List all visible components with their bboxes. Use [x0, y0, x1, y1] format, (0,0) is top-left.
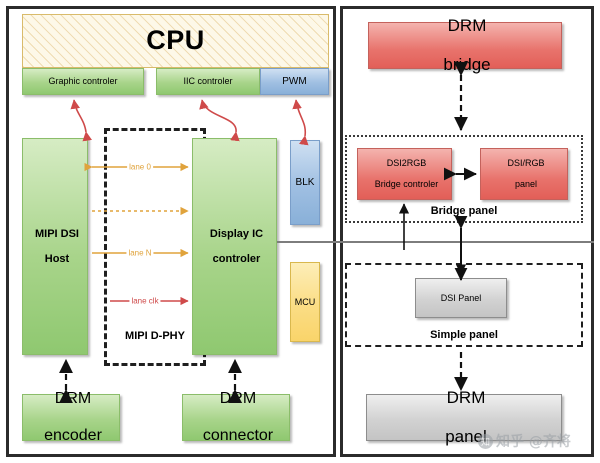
- dsi-panel-label: DSI Panel: [440, 292, 482, 303]
- simple-panel-label: Simple panel: [430, 329, 498, 341]
- drm-connector-line1: DRM: [219, 389, 257, 407]
- dsi-rgb-panel-label: DSI/RGB panel: [481, 158, 567, 189]
- lane-0-label: lane 0: [127, 162, 153, 172]
- mipi-dsi-host-block: MIPI DSI Host: [22, 138, 88, 355]
- drm-connector-block: DRM connector: [182, 390, 290, 444]
- dsi2rgb-line1: DSI2RGB: [386, 158, 427, 169]
- drm-encoder-line1: DRM: [54, 389, 92, 407]
- graphic-controler-label: Graphic controler: [48, 76, 118, 87]
- cpu-block: CPU: [22, 14, 329, 68]
- horizontal-divider: [277, 241, 594, 243]
- cpu-label: CPU: [146, 25, 205, 56]
- dsi2rgb-label: DSI2RGB Bridge controler: [358, 158, 451, 189]
- zhihu-logo-icon: 知: [478, 433, 493, 449]
- mipi-dsi-host-line2: Host: [44, 252, 70, 265]
- display-ic-line2: controler: [212, 252, 261, 265]
- mcu-block: MCU: [290, 262, 320, 342]
- drm-encoder-line2: encoder: [44, 426, 102, 444]
- dsi2rgb-bridge-controler-block: DSI2RGB Bridge controler: [357, 148, 452, 200]
- watermark-text: 知乎 @齐将: [496, 434, 571, 450]
- drm-bridge-line1: DRM: [447, 16, 487, 36]
- bridge-panel-label: Bridge panel: [430, 205, 498, 217]
- dsi-panel-block: DSI Panel: [415, 278, 507, 318]
- mcu-label: MCU: [294, 296, 316, 307]
- drm-connector-label: DRM connector: [183, 390, 289, 445]
- blk-label: BLK: [295, 176, 315, 188]
- dsi2rgb-line2: Bridge controler: [374, 179, 439, 190]
- drm-encoder-block: DRM encoder: [22, 390, 120, 444]
- dsi-rgb-panel-line1: DSI/RGB: [507, 158, 545, 169]
- mipi-dphy-label: MIPI D-PHY: [125, 330, 185, 342]
- display-ic-line1: Display IC: [209, 227, 264, 240]
- drm-bridge-line2: bridge: [443, 55, 491, 75]
- drm-bridge-block: DRM bridge: [368, 16, 562, 74]
- iic-controler-label: IIC controler: [183, 76, 233, 87]
- drm-connector-line2: connector: [202, 426, 274, 444]
- zhihu-watermark: 知 知乎 @齐将: [478, 428, 596, 454]
- mipi-dsi-host-line1: MIPI DSI: [34, 227, 79, 240]
- graphic-controler-block: Graphic controler: [22, 68, 144, 95]
- iic-controler-block: IIC controler: [156, 68, 260, 95]
- mipi-dsi-host-label: MIPI DSI Host: [23, 228, 87, 266]
- drm-panel-label: DRM panel: [367, 388, 561, 447]
- pwm-block: PWM: [260, 68, 329, 95]
- lane-n-label: lane N: [126, 248, 154, 258]
- dsi-rgb-panel-line2: panel: [514, 179, 538, 190]
- dsi-rgb-panel-block: DSI/RGB panel: [480, 148, 568, 200]
- blk-block: BLK: [290, 140, 320, 225]
- display-ic-label: Display IC controler: [193, 228, 276, 266]
- drm-panel-line2: panel: [445, 427, 487, 447]
- drm-bridge-label: DRM bridge: [369, 16, 561, 75]
- drm-panel-line1: DRM: [446, 388, 486, 408]
- drm-panel-block: DRM panel: [366, 388, 562, 446]
- display-ic-controler-block: Display IC controler: [192, 138, 277, 355]
- lane-clk-label: lane clk: [129, 296, 161, 306]
- pwm-label: PWM: [282, 75, 307, 87]
- drm-encoder-label: DRM encoder: [23, 390, 119, 445]
